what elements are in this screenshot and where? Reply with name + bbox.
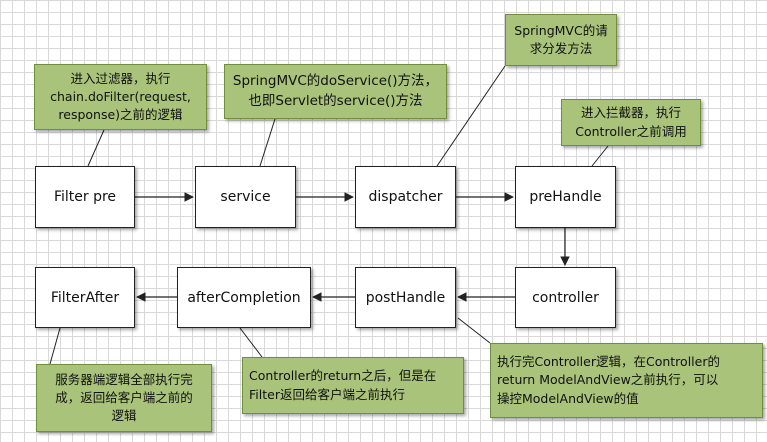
callout-line-prehandle [591,145,609,167]
node-filter-pre: Filter pre [35,166,135,228]
node-label: controller [532,289,599,306]
note-service: SpringMVC的doService()方法， 也即Servlet的servi… [224,64,447,119]
note-dispatcher: SpringMVC的请 求分发方法 [505,14,617,66]
node-aftercompletion: afterCompletion [177,267,311,328]
note-prehandle: 进入拦截器，执行 Controller之前调用 [561,99,701,146]
node-service: service [195,166,296,228]
node-label: dispatcher [368,189,443,205]
callout-line-filterpre [87,129,105,167]
node-dispatcher: dispatcher [355,166,456,228]
note-filter-pre: 进入过滤器，执行 chain.doFilter(request, respons… [34,64,207,130]
note-filterafter: 服务器端逻辑全部执行完 成，返回给客户端之前的 逻辑 [36,364,212,432]
node-label: afterCompletion [187,289,301,306]
node-label: service [220,189,271,205]
callout-line-service [259,118,276,167]
callout-line-dispatcher [436,65,506,167]
node-posthandle: postHandle [355,267,456,328]
callout-line-aftercompletion [239,327,263,358]
node-controller: controller [515,267,616,328]
node-label: preHandle [529,189,602,205]
node-filterafter: FilterAfter [35,267,135,328]
node-label: Filter pre [53,189,117,205]
callout-line-filterafter [49,327,61,365]
callout-line-posthandle [457,317,491,344]
node-label: FilterAfter [50,289,120,306]
note-aftercompletion: Controller的return之后，但是在 Filter返回给客户端之前执行 [242,357,464,414]
note-posthandle: 执行完Controller逻辑，在Controller的 return Mode… [490,343,763,418]
node-prehandle: preHandle [515,166,616,228]
node-label: postHandle [365,289,446,306]
